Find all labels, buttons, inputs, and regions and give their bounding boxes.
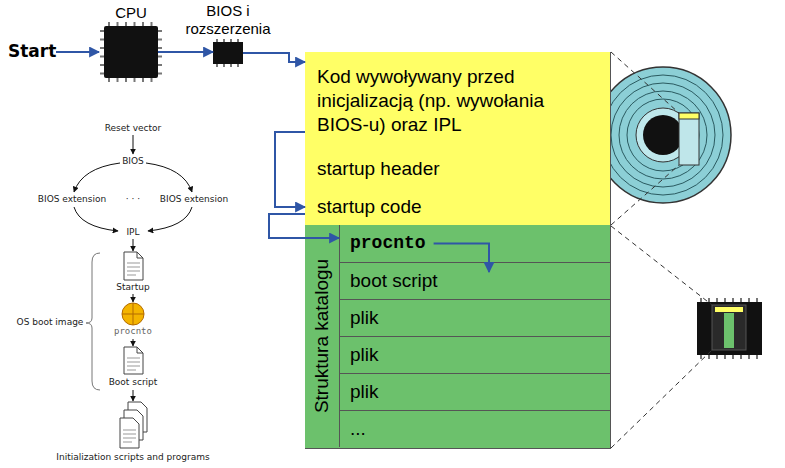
flow-arrows: [74, 135, 192, 401]
directory-entry: plik: [339, 299, 610, 336]
section-label: startup header: [317, 157, 440, 181]
section-label: plik: [350, 380, 379, 404]
flow-label: procnto: [114, 326, 152, 336]
flow-label: BIOS extension: [38, 194, 106, 204]
flow-label: Reset vector: [105, 123, 162, 133]
section-label: plik: [350, 306, 379, 330]
boot-image-section: startup header: [305, 150, 611, 189]
section-label: ...: [350, 417, 366, 441]
flow-label: BIOS extension: [160, 194, 228, 204]
bracket: [86, 253, 100, 390]
flow-label: OS boot image: [17, 317, 84, 327]
directory-entry: boot script: [339, 262, 610, 299]
section-label: procnto: [350, 232, 426, 255]
section-label: startup code: [317, 195, 422, 219]
vertical-label: Struktura katalogu: [305, 225, 339, 447]
flow-label: BIOS: [122, 156, 144, 166]
flow-label: IPL: [126, 227, 139, 237]
flow-label: Initialization scripts and programs: [56, 452, 209, 462]
disk-illustration: [595, 67, 731, 203]
cpu-chip: [104, 26, 158, 78]
section-label: plik: [350, 343, 379, 367]
zoom-lines: [611, 52, 712, 448]
section-label: boot script: [350, 269, 438, 293]
flow-arrow: [275, 132, 305, 207]
flow-label: Boot script: [109, 377, 158, 387]
doc-icon: [124, 347, 143, 374]
bios-chip: [213, 42, 243, 64]
directory-entry: plik: [339, 373, 610, 410]
doc-icon: [124, 252, 143, 280]
chip-label: BIOS i rozszerzenia: [178, 2, 278, 40]
directory-structure: procnto boot script plik plik plik... Struktu…: [305, 225, 611, 449]
boot-image-section: startup code: [305, 188, 611, 226]
cpu-chip-node: CPU: [104, 26, 158, 78]
procnto-icon: [122, 303, 144, 325]
boot-image-section: Kod wywoływany przed inicjalizacją (np. …: [305, 52, 611, 151]
memory-chip: [697, 302, 762, 355]
start-label: Start: [8, 41, 56, 61]
section-label: Kod wywoływany przed inicjalizacją (np. …: [317, 65, 598, 136]
chip-label: CPU: [115, 4, 147, 23]
bios-chip-node: BIOS i rozszerzenia: [213, 42, 243, 64]
flow-arrow: [243, 53, 305, 62]
docs-icon: [120, 402, 147, 448]
start-arrow: [56, 51, 99, 53]
flow-label: · · ·: [126, 194, 140, 204]
flow-arrow: [158, 51, 213, 53]
directory-entry: plik: [339, 336, 610, 373]
flow-label: Startup: [116, 282, 149, 292]
cpu-pins: [100, 22, 162, 82]
directory-entry: ...: [339, 410, 610, 447]
